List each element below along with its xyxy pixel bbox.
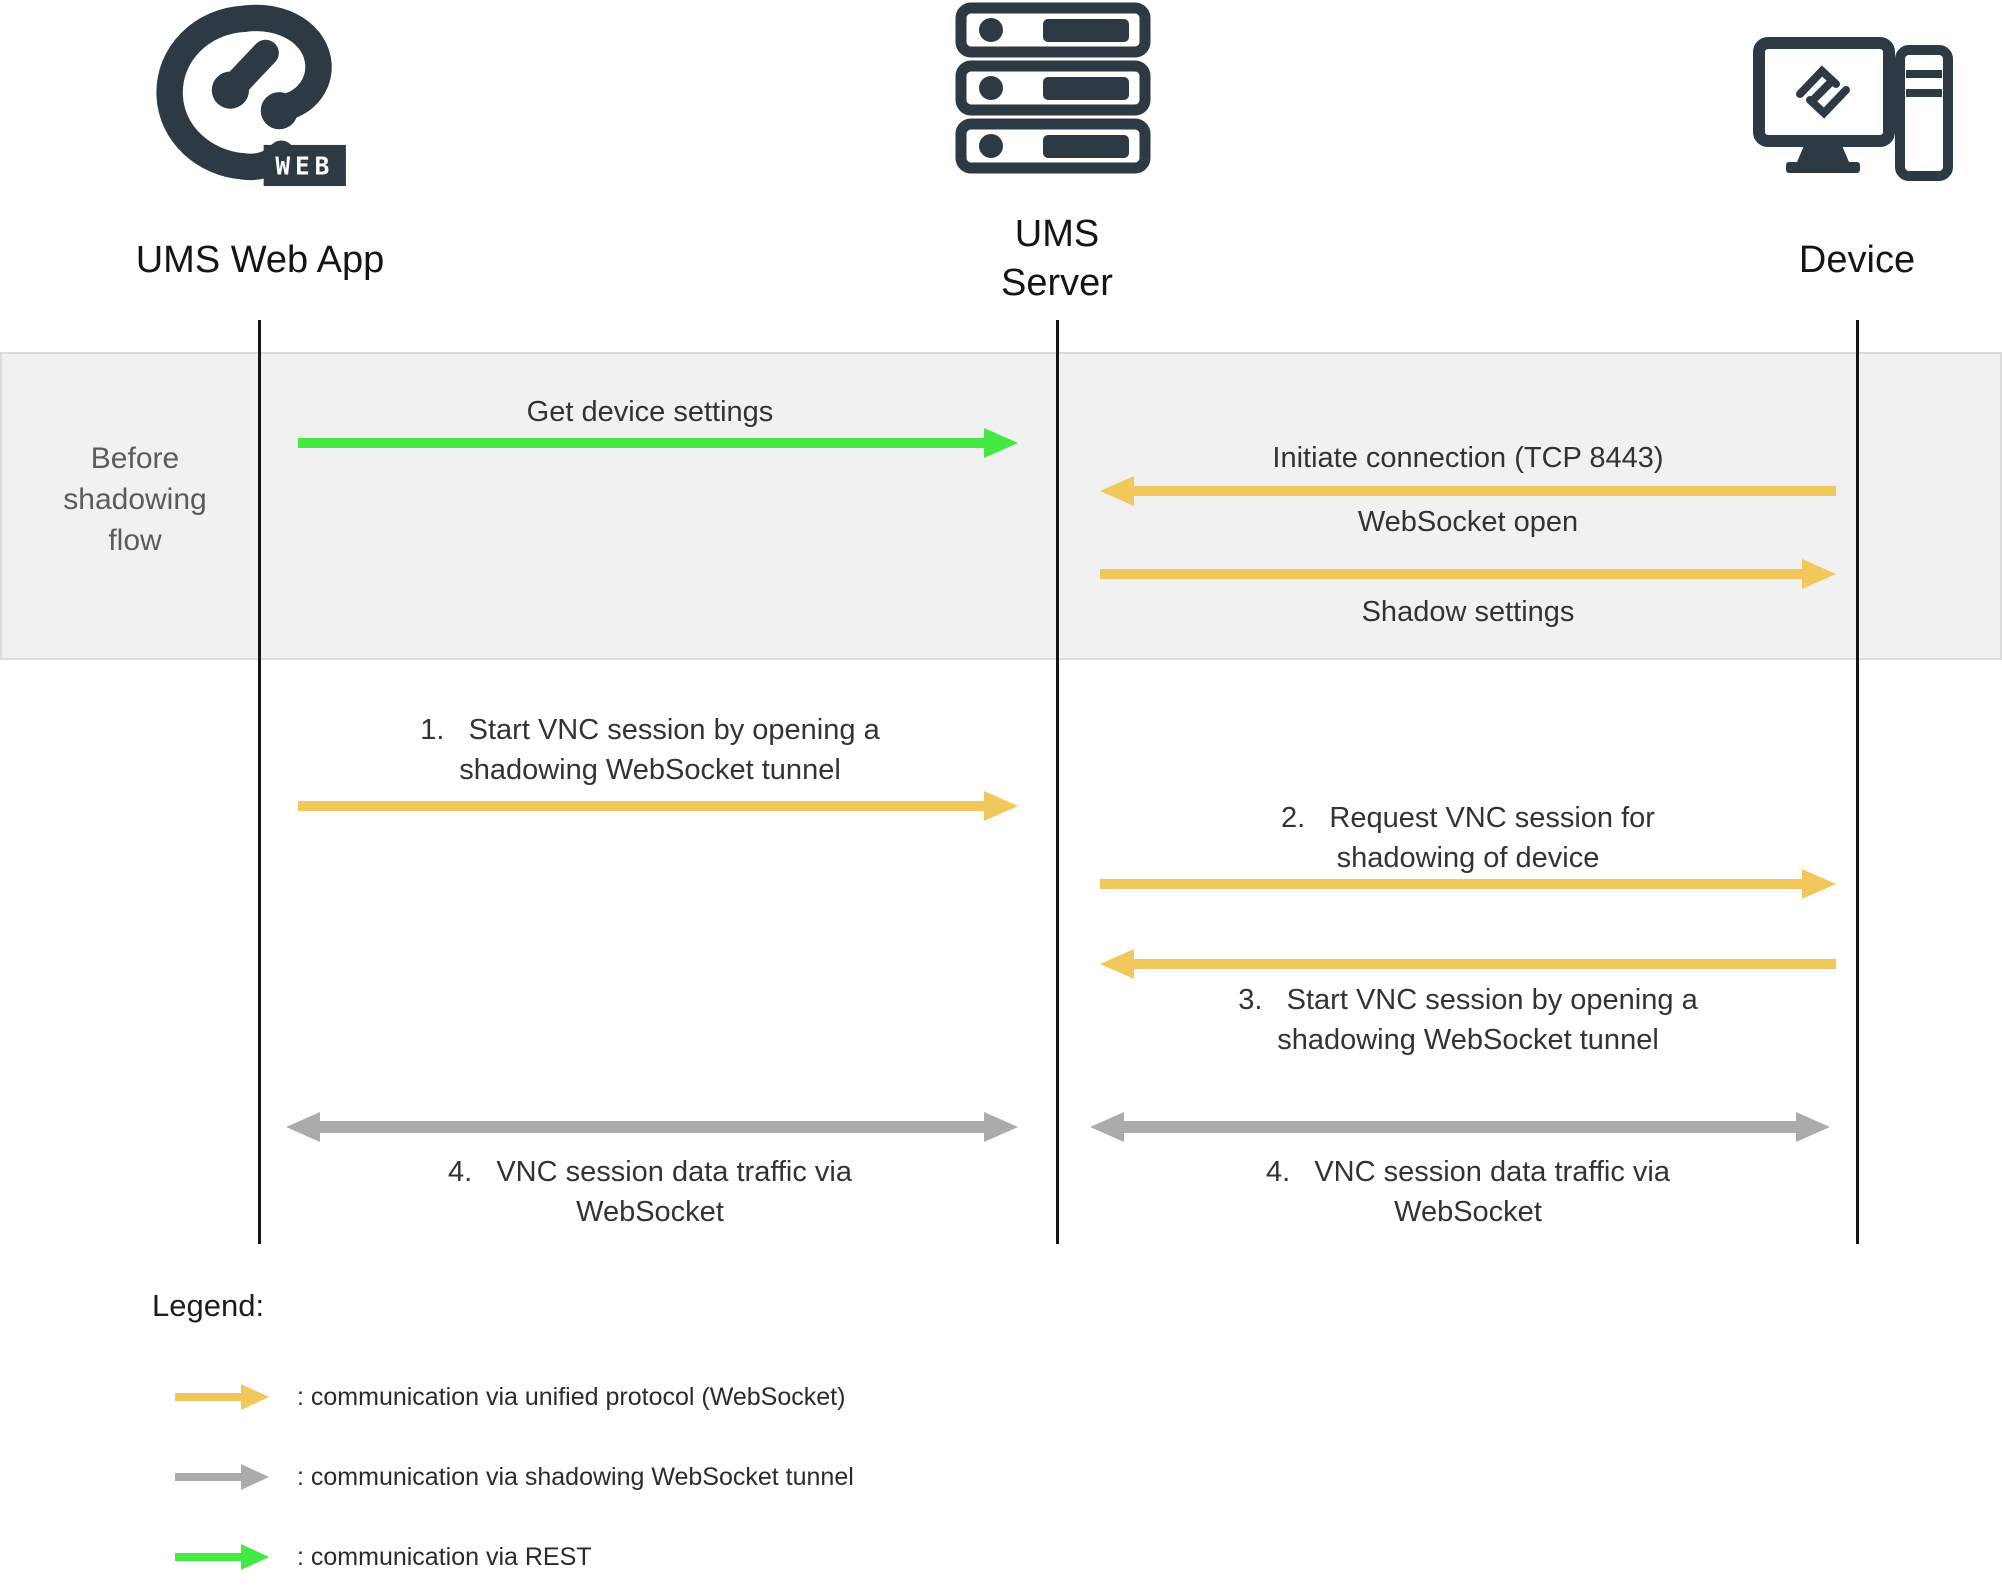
message-label-websocket-open: WebSocket open [1357,506,1579,538]
arrow-step4-vnc-traffic-right [1090,1111,1830,1143]
legend-item-rest: : communication via REST [175,1532,592,1582]
legend-title: Legend: [152,1288,265,1323]
legend-label-unified-protocol: : communication via unified protocol (We… [297,1382,846,1411]
lifeline-ums-server [1056,320,1059,1244]
message-label-step1: 1. Start VNC session by opening a shadow… [420,714,880,786]
arrow-step2-request-vnc [1100,868,1836,900]
legend-item-shadowing-tunnel: : communication via shadowing WebSocket … [175,1452,854,1502]
actor-label-device: Device [1798,239,1916,281]
arrow-shadow-settings [1100,558,1836,590]
lifeline-device [1856,320,1859,1244]
message-label-initiate-connection: Initiate connection (TCP 8443) [1272,442,1664,474]
arrowhead-right-icon [1802,559,1836,589]
rest-arrow-icon [175,1544,269,1570]
arrowhead-left-icon [1100,949,1134,979]
device-monitor-icon [1752,36,1956,188]
arrow-get-device-settings [298,427,1018,459]
message-label-step4-left: 4. VNC session data traffic via WebSocke… [447,1156,853,1228]
arrowhead-left-icon [286,1112,320,1142]
arrow-step4-vnc-traffic-left [286,1111,1018,1143]
phase-band-label: Before shadowing flow [63,442,207,557]
arrowhead-right-icon [984,428,1018,458]
legend-item-unified-protocol: : communication via unified protocol (We… [175,1372,845,1422]
message-label-step4-right: 4. VNC session data traffic via WebSocke… [1265,1156,1671,1228]
arrowhead-right-icon [1802,869,1836,899]
actor-label-ums-server: UMS Server [1001,213,1113,305]
message-label-step3: 3. Start VNC session by opening a shadow… [1238,984,1698,1056]
message-label-step2: 2. Request VNC session for shadowing of … [1281,802,1655,874]
arrowhead-right-icon [1796,1112,1830,1142]
web-badge-label: WEB [275,151,334,180]
message-label-get-device-settings: Get device settings [526,396,774,428]
arrowhead-right-icon [984,1112,1018,1142]
arrowhead-left-icon [1100,476,1134,506]
actor-label-ums-web-app: UMS Web App [135,239,385,281]
arrow-step3-start-vnc [1100,948,1836,980]
igel-web-app-logo-icon: WEB [150,2,346,188]
arrow-initiate-connection [1100,475,1836,507]
message-label-shadow-settings: Shadow settings [1361,596,1575,628]
legend-label-shadowing-tunnel: : communication via shadowing WebSocket … [297,1462,854,1491]
arrowhead-right-icon [984,791,1018,821]
arrowhead-left-icon [1090,1112,1124,1142]
shadowing-tunnel-arrow-icon [175,1464,269,1490]
lifeline-ums-web-app [258,320,261,1244]
server-rack-icon [955,2,1151,174]
legend-label-rest: : communication via REST [297,1542,592,1571]
arrow-step1-start-vnc [298,790,1018,822]
before-shadowing-phase-band [0,352,2002,660]
unified-protocol-arrow-icon [175,1384,269,1410]
